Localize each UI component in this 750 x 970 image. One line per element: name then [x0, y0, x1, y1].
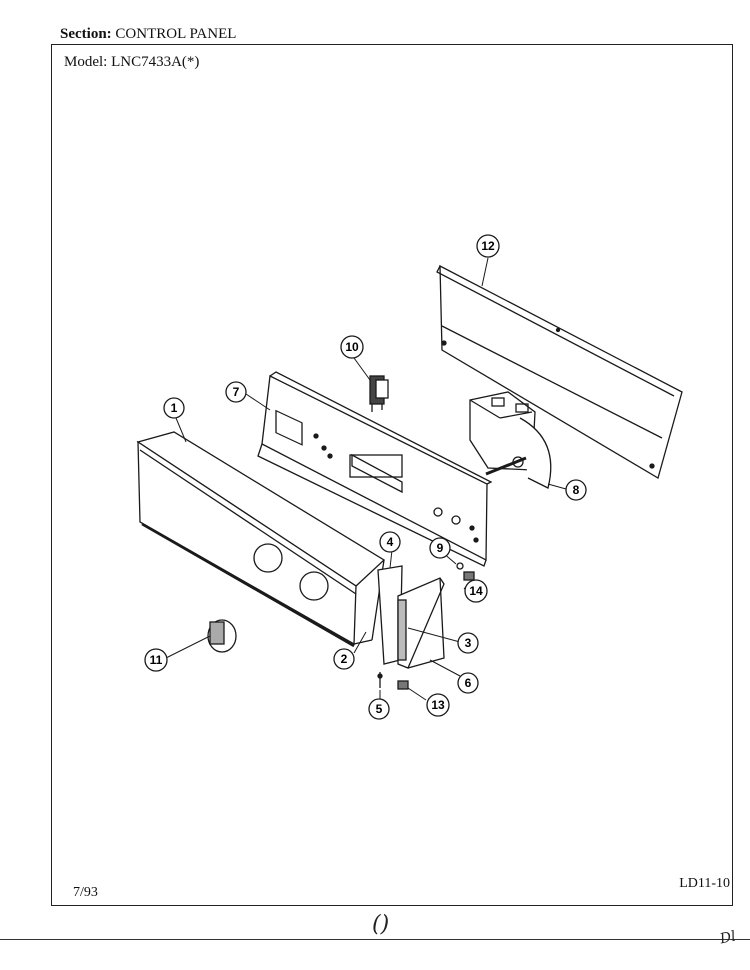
callout-4: 4 [379, 531, 401, 553]
callout-12: 12 [476, 234, 500, 258]
part-1-console [136, 431, 386, 648]
part-12-rear-panel [436, 264, 683, 479]
svg-text:8: 8 [573, 483, 580, 497]
part-5-screw [377, 672, 383, 688]
part-13-clip [397, 680, 409, 690]
bottom-rule [0, 939, 750, 940]
callout-5: 5 [368, 698, 390, 720]
callout-13: 13 [426, 693, 450, 717]
callout-7: 7 [225, 381, 247, 403]
callout-14: 14 [464, 579, 488, 603]
handwritten-mark: () [372, 912, 390, 937]
svg-text:1: 1 [171, 401, 178, 415]
part-7-bracket [257, 371, 493, 567]
callouts: 1 2 3 4 5 6 7 8 9 10 11 12 13 14 [144, 234, 587, 720]
svg-text:5: 5 [376, 702, 383, 716]
callout-2: 2 [333, 648, 355, 670]
section-value: CONTROL PANEL [115, 26, 237, 42]
handwritten-initials: Dl [718, 928, 738, 948]
svg-text:10: 10 [345, 340, 359, 354]
model-label: Model: [64, 54, 108, 70]
part-8-timer-motor [469, 391, 552, 489]
section-header: Section: CONTROL PANEL [60, 26, 236, 43]
model-header: Model: LNC7433A(*) [64, 54, 199, 71]
part-10-switch [369, 375, 389, 412]
leader-lines [165, 257, 567, 701]
part-6-endcap [397, 577, 445, 669]
part-9-screw [456, 562, 464, 570]
svg-text:3: 3 [465, 636, 472, 650]
footer-page-code: LD11-10 [679, 876, 730, 891]
svg-text:12: 12 [481, 239, 495, 253]
footer-date: 7/93 [73, 885, 98, 900]
svg-text:2: 2 [341, 652, 348, 666]
part-14-clip [463, 571, 475, 581]
model-value: LNC7433A(*) [111, 54, 200, 70]
part-11-knob [207, 619, 237, 653]
svg-text:9: 9 [437, 541, 444, 555]
diagram-frame [51, 44, 733, 906]
callout-11: 11 [144, 648, 168, 672]
callout-9: 9 [429, 537, 451, 559]
callout-10: 10 [340, 335, 364, 359]
section-label: Section: [60, 26, 112, 42]
svg-text:7: 7 [233, 385, 240, 399]
svg-text:6: 6 [465, 676, 472, 690]
svg-text:11: 11 [150, 653, 163, 667]
callout-3: 3 [457, 632, 479, 654]
svg-text:14: 14 [469, 584, 483, 598]
svg-text:4: 4 [387, 535, 394, 549]
callout-6: 6 [457, 672, 479, 694]
callout-1: 1 [163, 397, 185, 419]
svg-text:13: 13 [431, 698, 445, 712]
callout-8: 8 [565, 479, 587, 501]
